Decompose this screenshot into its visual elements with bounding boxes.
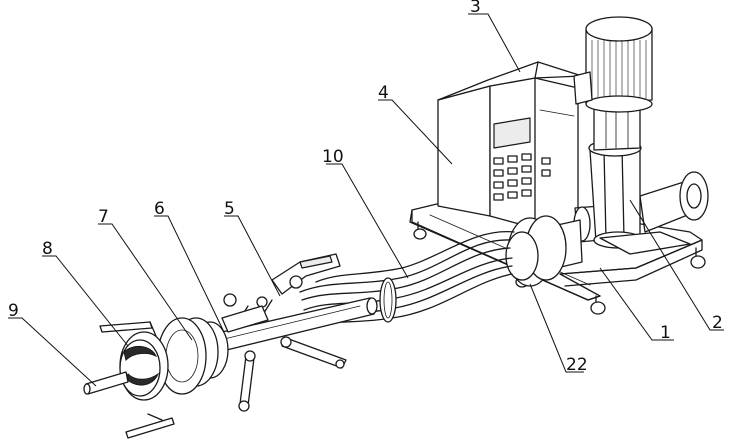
flange-coupling	[505, 215, 583, 287]
vertical-pump	[573, 16, 709, 255]
support-leg	[280, 336, 347, 369]
callout-7: 7	[98, 207, 109, 227]
cutter-head	[157, 317, 229, 395]
cabinet-buttons	[493, 153, 551, 201]
caster-wheel	[590, 295, 606, 315]
leader-lines	[8, 13, 724, 387]
callout-9: 9	[8, 301, 19, 321]
caster-wheel	[690, 247, 706, 269]
callout-22: 22	[566, 355, 588, 375]
caster-wheel	[413, 221, 427, 240]
callout-10: 10	[322, 147, 344, 167]
control-cabinet	[437, 61, 583, 241]
front-shaft	[83, 371, 129, 395]
hose-bundle	[299, 231, 515, 327]
callout-1: 1	[660, 323, 671, 343]
sensor-bracket	[221, 253, 341, 333]
motor-junction-box	[573, 71, 593, 105]
callout-2: 2	[712, 313, 723, 333]
callout-labels: 3 4 10 5 6 7 8 9 1 2 22	[8, 0, 723, 375]
nozzle-head	[99, 321, 175, 439]
callout-6: 6	[154, 199, 165, 219]
electric-motor	[573, 16, 653, 113]
callout-8: 8	[42, 239, 53, 259]
cabinet-display	[493, 117, 531, 149]
callout-3: 3	[470, 0, 481, 17]
callout-5: 5	[224, 199, 235, 219]
probe-tube	[195, 297, 378, 357]
callout-4: 4	[378, 83, 389, 103]
support-leg	[238, 350, 256, 412]
